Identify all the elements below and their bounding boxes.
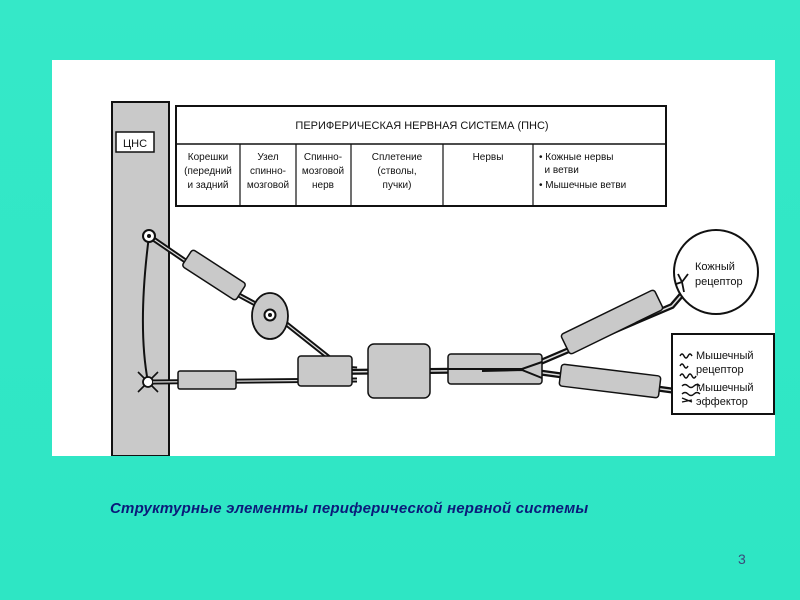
slide-caption: Структурные элементы периферической нерв… bbox=[110, 500, 589, 517]
cns-label: ЦНС bbox=[123, 138, 147, 150]
muscle-receptor-icon bbox=[679, 353, 697, 379]
skin-receptor bbox=[673, 229, 759, 315]
svg-text:Корешки: Корешки bbox=[188, 152, 229, 163]
svg-text:спинно-: спинно- bbox=[250, 166, 286, 177]
svg-text:(передний: (передний bbox=[184, 166, 232, 177]
pns-table bbox=[175, 105, 667, 207]
muscle-effector-label-1: Мышечный bbox=[696, 382, 754, 394]
dorsal-root-sheath bbox=[182, 249, 246, 301]
column-roots: Корешки (передний и задний bbox=[184, 152, 232, 191]
svg-text:Спинно-: Спинно- bbox=[304, 152, 342, 163]
svg-text:и ветви: и ветви bbox=[539, 165, 579, 176]
cns-column bbox=[111, 101, 170, 456]
plexus-sheath bbox=[367, 343, 431, 399]
muscle-effector-icon bbox=[681, 383, 701, 403]
svg-text:Узел: Узел bbox=[257, 152, 278, 163]
svg-text:и задний: и задний bbox=[187, 180, 228, 191]
svg-text:мозговой: мозговой bbox=[302, 166, 344, 177]
svg-text:Нервы: Нервы bbox=[473, 152, 504, 163]
muscle-receptor-label-1: Мышечный bbox=[696, 350, 754, 362]
column-nerves: Нервы bbox=[473, 152, 504, 163]
diagram-canvas: ЦНС ПЕРИФЕРИЧЕСКАЯ НЕРВНАЯ СИСТЕМА (ПНС)… bbox=[111, 101, 775, 456]
spinal-nerve-sheath bbox=[297, 355, 353, 387]
column-ganglion: Узел спинно- мозговой bbox=[247, 152, 289, 191]
nervous-system-diagram: ЦНС ПЕРИФЕРИЧЕСКАЯ НЕРВНАЯ СИСТЕМА (ПНС)… bbox=[52, 60, 775, 456]
skin-receptor-label-2: рецептор bbox=[695, 276, 743, 288]
svg-text:• Мышечные ветви: • Мышечные ветви bbox=[539, 180, 626, 191]
column-branches: • Кожные нервы и ветви • Мышечные ветви bbox=[539, 152, 626, 191]
svg-text:(стволы,: (стволы, bbox=[377, 166, 416, 177]
column-spinal-nerve: Спинно- мозговой нерв bbox=[302, 152, 344, 191]
muscle-receptor-label-2: рецептор bbox=[696, 364, 744, 376]
cns-label-box bbox=[115, 131, 155, 153]
svg-text:• Кожные нервы: • Кожные нервы bbox=[539, 152, 613, 163]
svg-text:пучки): пучки) bbox=[383, 180, 412, 191]
svg-text:мозговой: мозговой bbox=[247, 180, 289, 191]
ventral-root-sheath bbox=[177, 370, 237, 390]
cns-motor-neuron bbox=[137, 371, 159, 393]
muscle-branch-sheath bbox=[558, 363, 662, 399]
skin-receptor-label-1: Кожный bbox=[695, 261, 735, 273]
svg-text:нерв: нерв bbox=[312, 180, 334, 191]
svg-text:Сплетение: Сплетение bbox=[372, 152, 423, 163]
slide-number: 3 bbox=[738, 551, 746, 567]
skin-branch-sheath bbox=[560, 289, 664, 355]
muscle-effector-label-2: эффектор bbox=[696, 396, 748, 408]
column-plexus: Сплетение (стволы, пучки) bbox=[372, 152, 423, 191]
pns-header-title: ПЕРИФЕРИЧЕСКАЯ НЕРВНАЯ СИСТЕМА (ПНС) bbox=[295, 120, 548, 132]
